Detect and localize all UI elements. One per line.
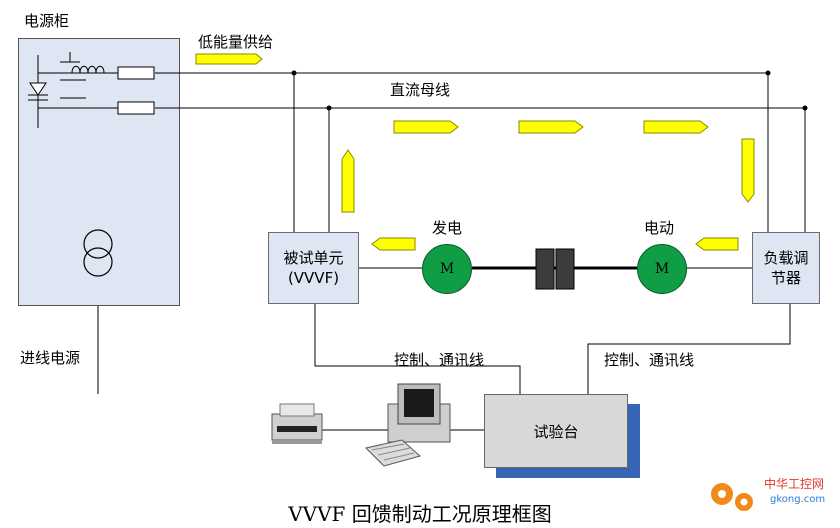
arrow-low-energy (195, 53, 263, 65)
diode-icon (28, 55, 48, 128)
motor-symbol: M (654, 261, 670, 277)
test-console: 试验台 (484, 394, 628, 468)
coupling-left (535, 248, 555, 290)
coupling-right (555, 248, 575, 290)
computer-icon (365, 383, 451, 467)
load-regulator-box: 负载调 节器 (752, 232, 820, 304)
energy-arrows (195, 53, 755, 251)
resistor-icon (117, 101, 155, 115)
cabinet-title: 电源柜 (24, 12, 70, 30)
junction-dot (326, 105, 332, 111)
arrow-left (371, 237, 416, 251)
transformer-icon (83, 229, 113, 277)
inductor-icon (60, 52, 118, 99)
junction-dot (765, 70, 771, 76)
incoming-power-label: 进线电源 (20, 349, 81, 367)
arrow-right (643, 120, 709, 134)
test-unit-box: 被试单元 (VVVF) (268, 232, 359, 304)
junction-dot (291, 70, 297, 76)
test-unit-line1: 被试单元 (283, 249, 344, 267)
printer-icon (271, 403, 323, 444)
cabinet-lines (38, 72, 118, 109)
resistor-icon (117, 66, 155, 80)
bus-line-top (155, 72, 769, 232)
test-unit-line2: (VVVF) (287, 269, 340, 287)
arrow-down (741, 138, 755, 203)
control-line-right (587, 304, 791, 394)
low-energy-label: 低能量供给 (198, 33, 274, 51)
arrow-left (695, 237, 739, 251)
load-regulator-line1: 负载调 (763, 249, 809, 267)
watermark-line1: 中华工控网 (764, 476, 824, 491)
motor-label: 电动 (644, 219, 675, 237)
console-label: 试验台 (533, 422, 579, 441)
watermark-line2: gkong.com (770, 494, 825, 505)
gear-icon (711, 483, 753, 511)
control-line-label-right: 控制、通讯线 (604, 351, 695, 369)
junction-dot (802, 105, 808, 111)
arrow-right (393, 120, 459, 134)
dc-bus-label: 直流母线 (390, 81, 451, 99)
control-line-label-left: 控制、通讯线 (394, 351, 485, 369)
watermark-logo: 中华工控网 gkong.com (711, 476, 825, 511)
generator-label: 发电 (432, 219, 463, 237)
load-regulator-line2: 节器 (770, 269, 801, 287)
generator-symbol: M (439, 261, 455, 277)
drive-motor: M (637, 244, 687, 294)
generator-motor: M (422, 244, 472, 294)
arrow-right (518, 120, 584, 134)
arrow-up (341, 149, 355, 213)
diagram-caption: VVVF 回馈制动工况原理框图 (288, 502, 552, 526)
control-line-left (314, 304, 521, 394)
